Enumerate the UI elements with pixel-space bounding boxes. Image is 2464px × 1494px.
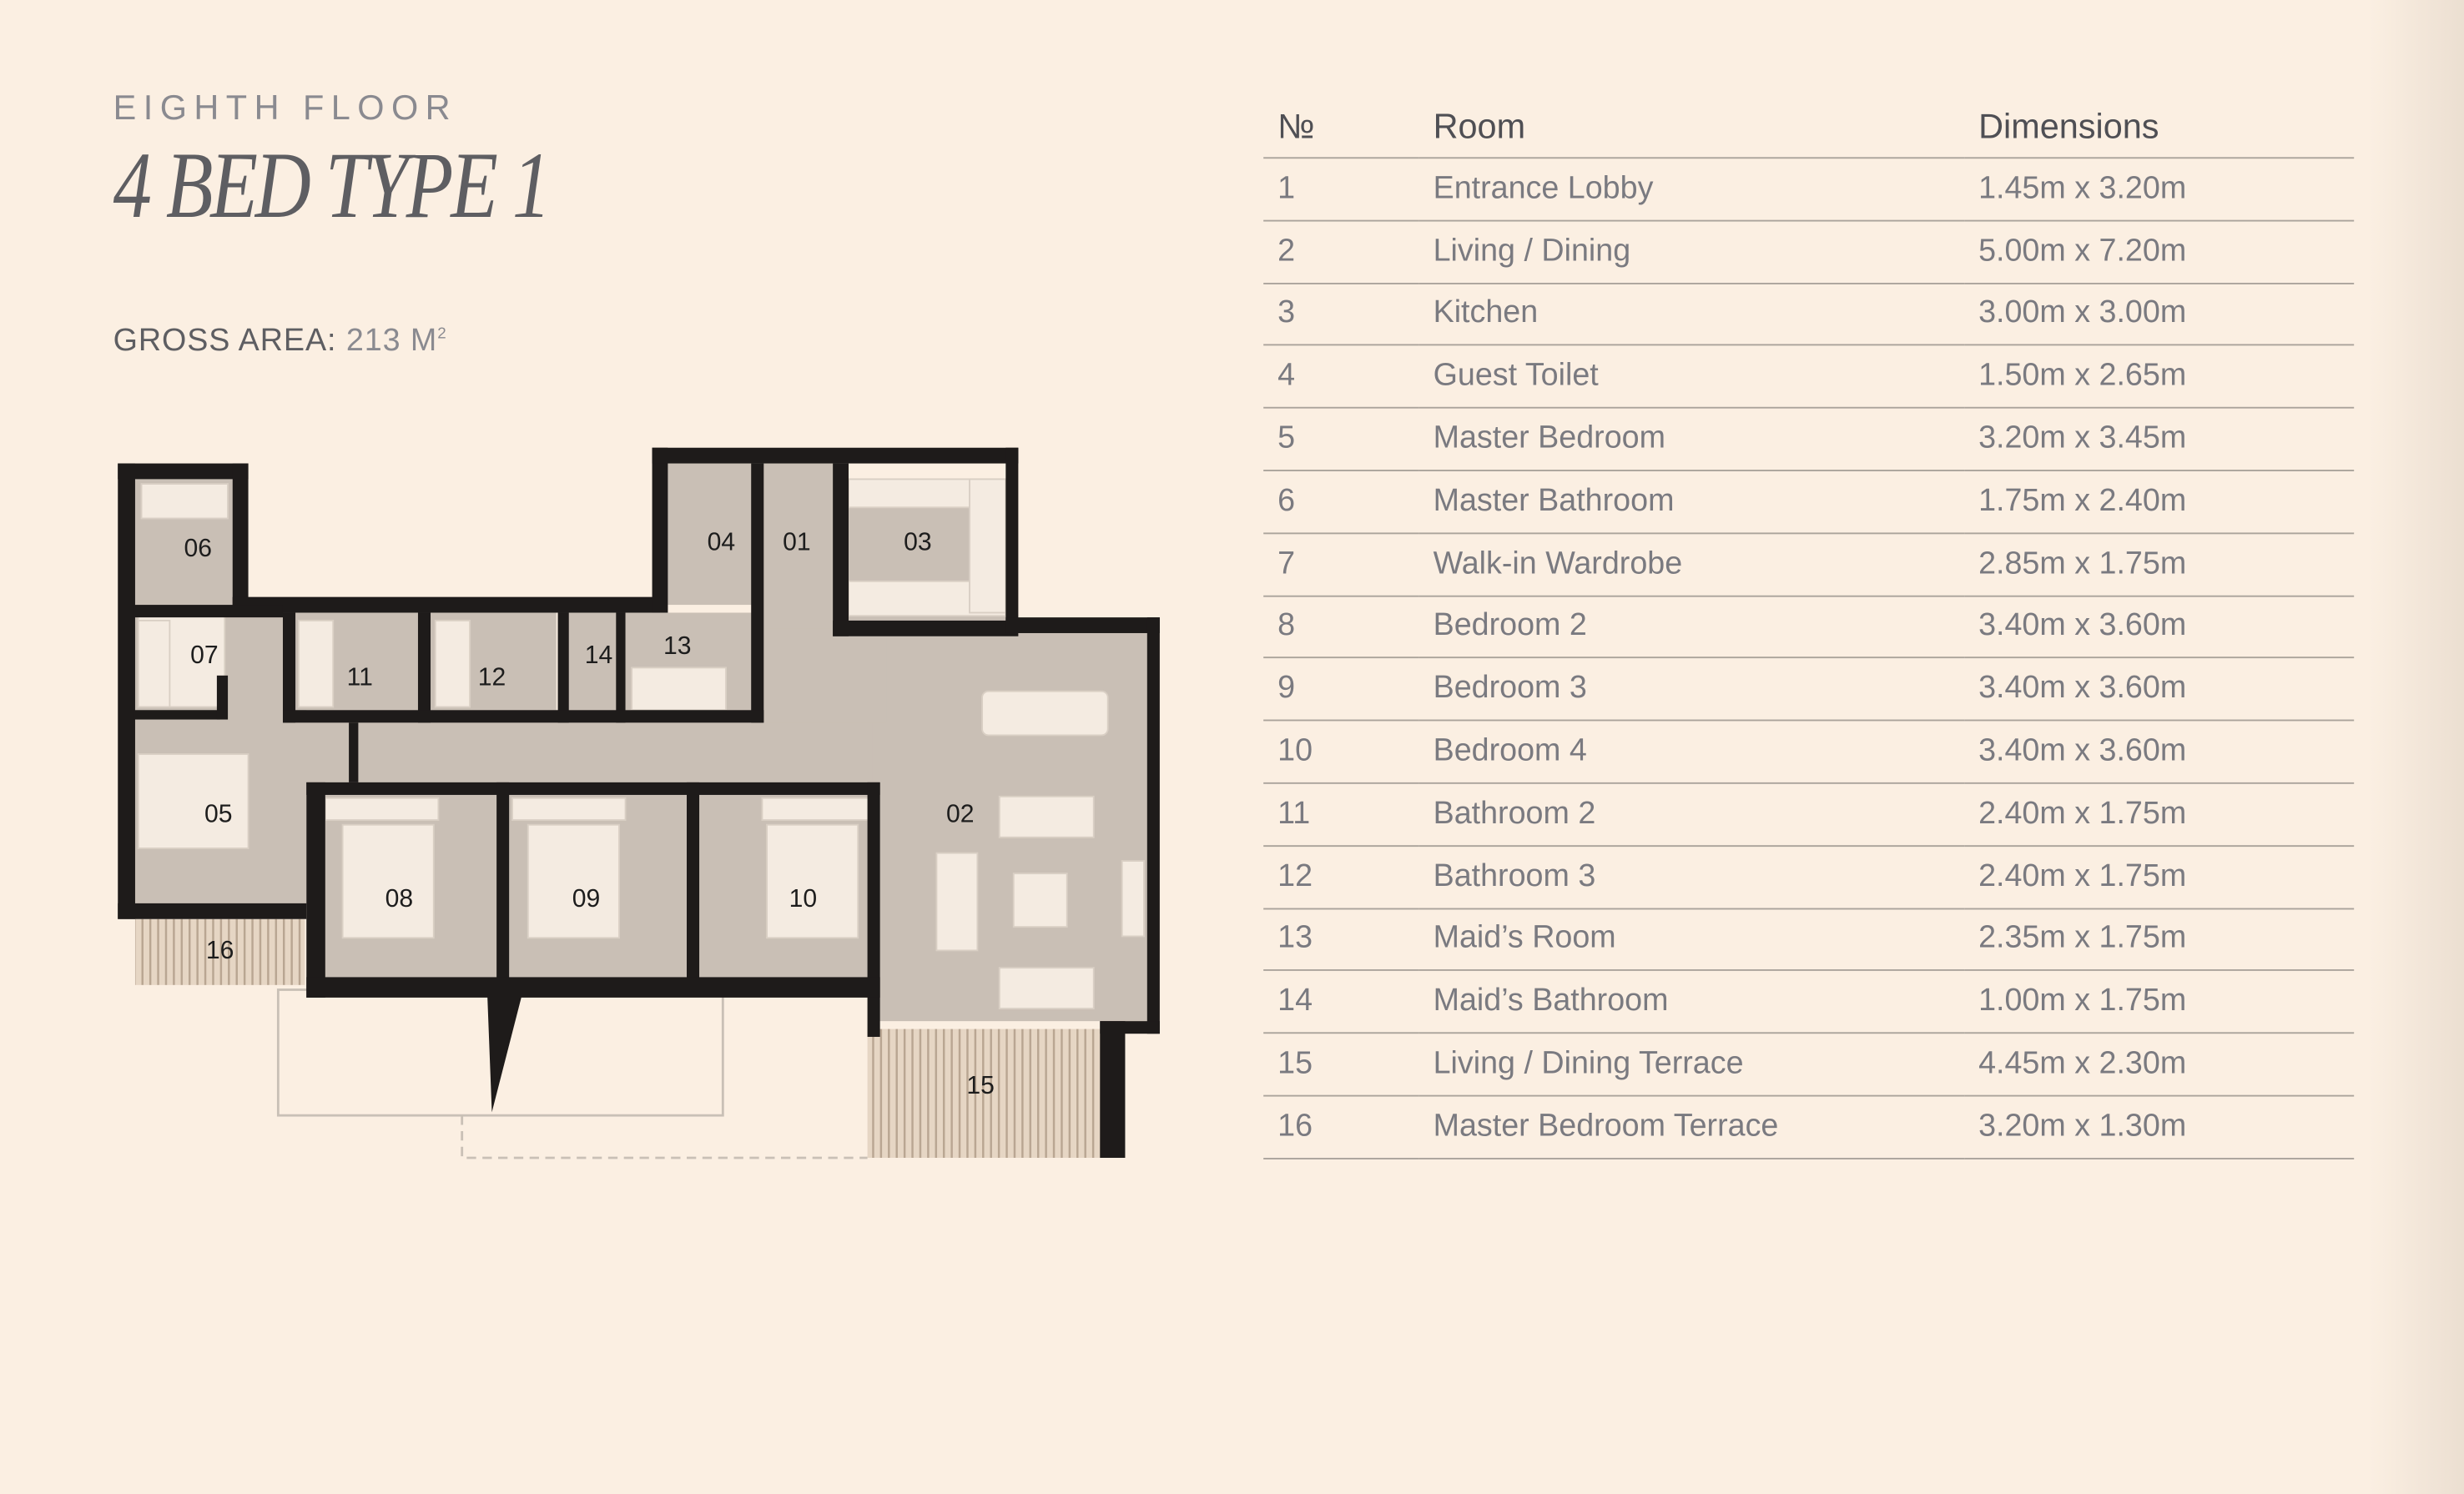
cell-no: 12: [1263, 845, 1419, 909]
room-label-07: 07: [190, 641, 219, 669]
cell-no: 9: [1263, 657, 1419, 722]
cell-no: 4: [1263, 345, 1419, 410]
terrace-15: [867, 1029, 1104, 1158]
col-header-dimensions: Dimensions: [1964, 97, 2355, 159]
room-label-11: 11: [347, 664, 373, 692]
cell-no: 16: [1263, 1095, 1419, 1159]
unit-title: 4 BED TYPE 1: [113, 133, 552, 238]
room-label-14: 14: [585, 641, 613, 669]
cell-room: Master Bedroom Terrace: [1418, 1095, 1965, 1159]
cell-room: Living / Dining Terrace: [1418, 1033, 1965, 1097]
gross-area: GROSS AREA: 213 M2: [113, 324, 447, 360]
floor-label: EIGHTH FLOOR: [113, 88, 458, 128]
balcony-outline: [276, 988, 868, 1159]
cell-no: 7: [1263, 532, 1419, 596]
cell-dim: 3.40m x 3.60m: [1964, 657, 2355, 722]
room-label-06: 06: [184, 535, 213, 562]
cell-no: 15: [1263, 1033, 1419, 1097]
room-label-02: 02: [946, 800, 975, 827]
furniture: [137, 478, 1145, 1010]
col-header-number: №: [1263, 97, 1419, 159]
cell-dim: 3.00m x 3.00m: [1964, 283, 2355, 347]
page-edge-shadow: [2370, 0, 2464, 1494]
room-label-01: 01: [783, 529, 811, 556]
cell-dim: 4.45m x 2.30m: [1964, 1033, 2355, 1097]
cell-room: Bedroom 4: [1418, 720, 1965, 784]
cell-room: Bathroom 2: [1418, 782, 1965, 847]
cell-room: Bedroom 3: [1418, 657, 1965, 722]
cell-no: 2: [1263, 220, 1419, 284]
room-label-15: 15: [966, 1072, 995, 1099]
col-header-room: Room: [1418, 97, 1965, 159]
room-label-09: 09: [572, 885, 601, 913]
cell-room: Living / Dining: [1418, 220, 1965, 284]
room-label-12: 12: [478, 664, 506, 692]
cell-dim: 2.85m x 1.75m: [1964, 532, 2355, 596]
cell-no: 10: [1263, 720, 1419, 784]
cell-no: 11: [1263, 782, 1419, 847]
cell-room: Maid’s Room: [1418, 908, 1965, 972]
cell-dim: 1.50m x 2.65m: [1964, 345, 2355, 410]
gross-area-value: 213 M2: [346, 324, 447, 358]
cell-room: Master Bedroom: [1418, 408, 1965, 471]
walls: [118, 447, 1160, 1158]
table-header-row: № Room Dimensions: [1263, 97, 2355, 159]
cell-dim: 3.40m x 3.60m: [1964, 720, 2355, 784]
room-label-13: 13: [663, 632, 692, 660]
cell-no: 5: [1263, 408, 1419, 471]
cell-dim: 1.00m x 1.75m: [1964, 970, 2355, 1034]
cell-room: Master Bathroom: [1418, 470, 1965, 534]
cell-room: Entrance Lobby: [1418, 158, 1965, 222]
room-label-05: 05: [204, 800, 233, 827]
cell-no: 1: [1263, 158, 1419, 222]
gross-area-number: 213 M: [345, 323, 438, 359]
room-label-04: 04: [708, 529, 736, 556]
room-label-08: 08: [385, 885, 414, 913]
cell-room: Bedroom 2: [1418, 595, 1965, 659]
cell-no: 3: [1263, 283, 1419, 347]
cell-dim: 3.20m x 1.30m: [1964, 1095, 2355, 1159]
cell-dim: 1.45m x 3.20m: [1964, 158, 2355, 222]
room-label-10: 10: [789, 885, 818, 913]
cell-no: 14: [1263, 970, 1419, 1034]
cell-room: Kitchen: [1418, 283, 1965, 347]
room-label-03: 03: [904, 529, 932, 556]
cell-no: 13: [1263, 908, 1419, 972]
cell-dim: 2.35m x 1.75m: [1964, 908, 2355, 972]
cell-dim: 2.40m x 1.75m: [1964, 782, 2355, 847]
cell-room: Guest Toilet: [1418, 345, 1965, 410]
cell-dim: 5.00m x 7.20m: [1964, 220, 2355, 284]
room-label-16: 16: [206, 937, 234, 964]
cell-dim: 2.40m x 1.75m: [1964, 845, 2355, 909]
gross-area-unit-sup: 2: [437, 325, 447, 344]
cell-dim: 1.75m x 2.40m: [1964, 470, 2355, 534]
gross-area-label: GROSS AREA:: [113, 323, 337, 359]
cell-dim: 3.20m x 3.45m: [1964, 408, 2355, 471]
cell-dim: 3.40m x 3.60m: [1964, 595, 2355, 659]
terrace-16: [134, 918, 305, 985]
cell-no: 6: [1263, 470, 1419, 534]
cell-no: 8: [1263, 595, 1419, 659]
cell-room: Maid’s Bathroom: [1418, 970, 1965, 1034]
cell-room: Bathroom 3: [1418, 845, 1965, 909]
cell-room: Walk-in Wardrobe: [1418, 532, 1965, 596]
